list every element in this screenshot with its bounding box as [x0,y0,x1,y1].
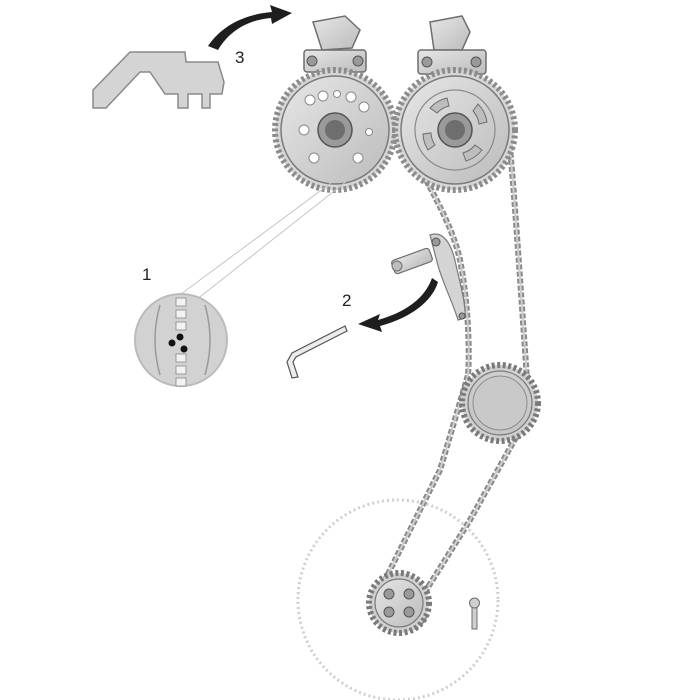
phaser-slots [422,97,488,162]
bolt [469,597,480,630]
timing-mark-dot [168,339,176,347]
alignment-detail-magnifier [134,293,228,387]
step-label-2: 2 [342,291,351,310]
locking-pin [286,325,348,379]
crankshaft-gear-outline [296,498,500,700]
arrow-icon [358,278,438,332]
zoom-callout-lines [172,159,367,301]
idler-sprocket [459,362,541,444]
timing-mark-dot [176,333,184,341]
step-label-1: 1 [142,265,151,284]
chain-tensioner [391,247,433,275]
camshaft-locking-tool [92,51,225,109]
camshaft-bearing-cap-right [417,15,487,75]
timing-mark-dot [180,345,188,353]
camshaft-bearing-cap-left [303,15,367,73]
tensioner-guide-rail [429,233,466,321]
camshaft-gear-exhaust [392,15,518,193]
step-label-3: 3 [235,48,244,67]
gear-lightening-holes [298,90,373,164]
arrow-icon [208,5,292,50]
camshaft-gear-intake [272,15,398,193]
crankshaft-sprocket [366,570,432,636]
